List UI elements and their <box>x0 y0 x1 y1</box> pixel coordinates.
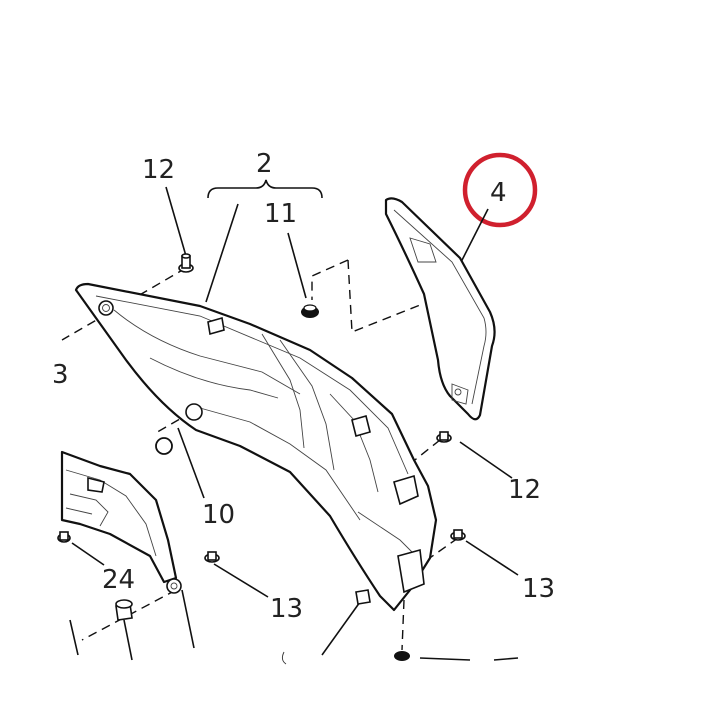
part-24-bracket <box>60 450 182 594</box>
callout-3-partial: 3 <box>52 360 69 390</box>
callout-12-right: 12 <box>508 475 541 505</box>
bolt-12-right-icon <box>436 431 452 443</box>
bolt-13-right-icon <box>450 529 466 541</box>
bolt-12-top-icon <box>178 253 194 273</box>
leader-lines <box>69 186 519 661</box>
brace-2 <box>207 179 323 199</box>
clip-bottom-icon <box>355 589 371 605</box>
callout-4: 4 <box>490 178 507 208</box>
bolt-lower-left-icon <box>115 599 133 621</box>
callout-12-top: 12 <box>142 155 175 185</box>
part-2-side-cover <box>74 282 438 612</box>
nut-bottom-icon <box>394 651 410 661</box>
callout-13-mid: 13 <box>270 594 303 624</box>
bolt-13-mid-icon <box>204 551 220 563</box>
callout-13-right: 13 <box>522 574 555 604</box>
bolt-24-icon <box>57 531 71 543</box>
washer-10-icon <box>155 437 173 455</box>
highlight-circle <box>462 152 538 228</box>
part-4-panel <box>384 197 496 421</box>
callout-10: 10 <box>202 500 235 530</box>
callout-24: 24 <box>102 565 135 595</box>
grommet-11-icon <box>301 304 319 318</box>
callout-2: 2 <box>256 149 273 179</box>
callout-11: 11 <box>264 199 297 229</box>
